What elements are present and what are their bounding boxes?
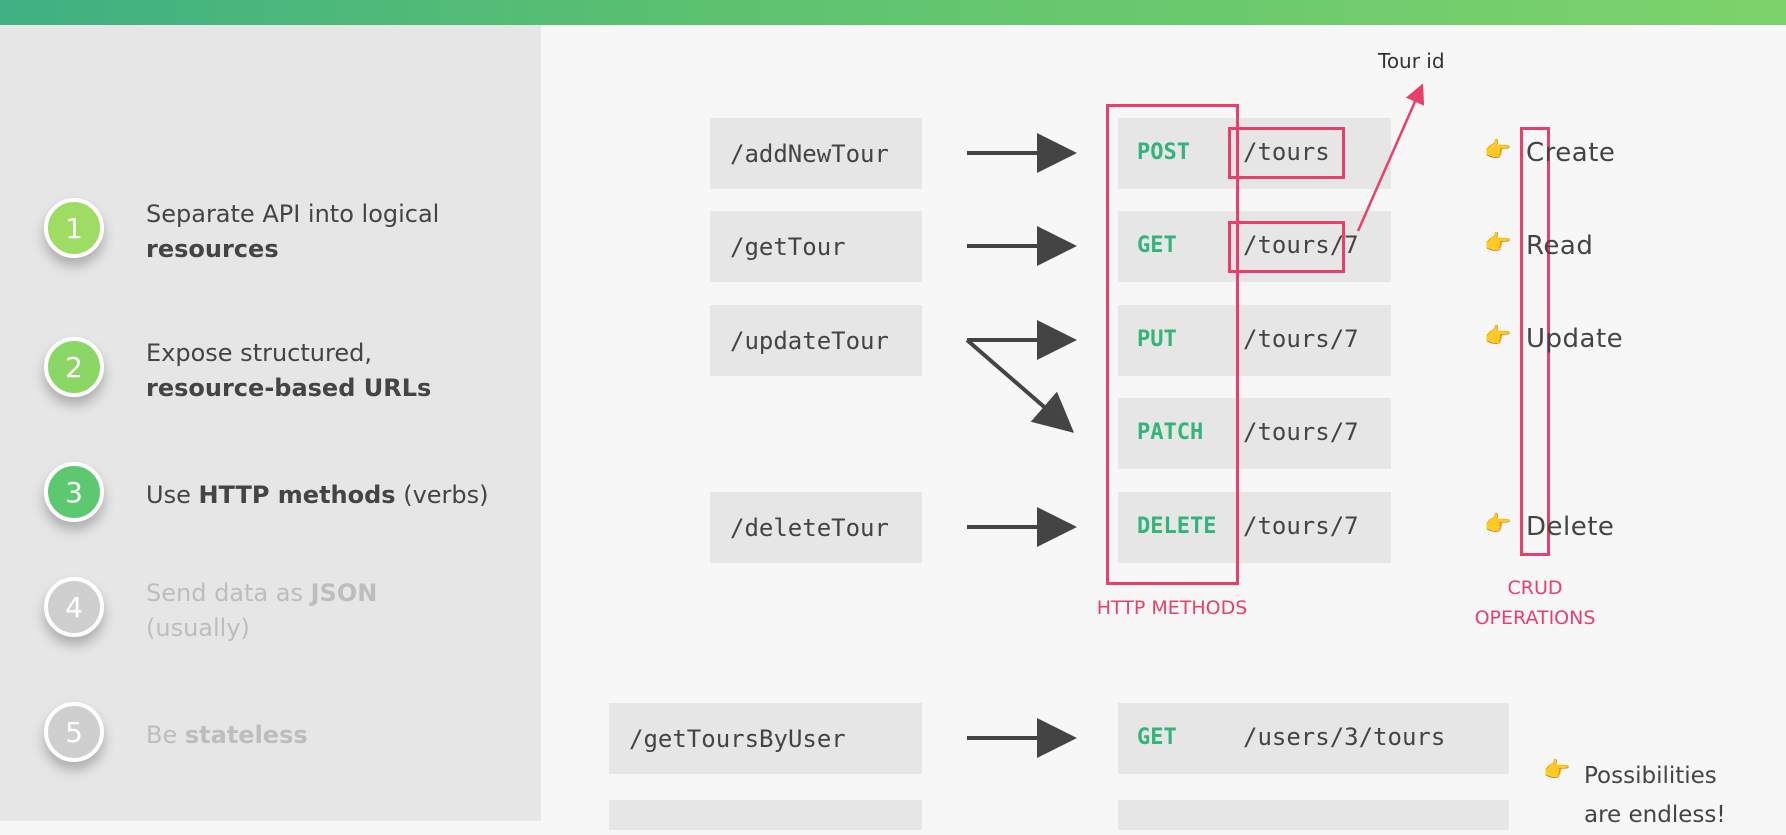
step-5: 5	[44, 702, 104, 762]
step-number: 4	[65, 590, 83, 624]
step-3-bold: HTTP methods	[198, 481, 396, 509]
old-endpoint-add: /addNewTour	[710, 118, 922, 189]
step-4-text: Send data as JSON (usually)	[146, 576, 486, 646]
tour-id-text: Tour id	[1378, 49, 1445, 73]
step-5-circle: 5	[44, 702, 104, 762]
step-3-circle: 3	[44, 462, 104, 522]
step-3-text: Use HTTP methods (verbs)	[146, 478, 489, 513]
crud-read: Read	[1526, 231, 1594, 261]
tours-path-highlight	[1228, 127, 1345, 179]
step-1-text: Separate API into logical resources	[146, 197, 486, 267]
verb-delete: DELETE	[1137, 514, 1217, 539]
step-2-line1: Expose structured,	[146, 339, 372, 367]
path-get: /tours/7	[1243, 231, 1359, 259]
pointing-hand-icon: 👉	[1484, 324, 1512, 349]
old-endpoint-delete: /deleteTour	[710, 492, 922, 563]
step-4-bold: JSON	[310, 579, 378, 607]
arrow-update-patch	[965, 338, 1075, 433]
step-number: 3	[65, 475, 83, 509]
step-4-circle: 4	[44, 577, 104, 637]
step-2-circle: 2	[44, 337, 104, 397]
http-methods-text: HTTP METHODS	[1096, 597, 1248, 619]
step-1-line1: Separate API into logical	[146, 200, 440, 228]
method-row-patch	[1118, 398, 1391, 469]
top-gradient-bar	[0, 0, 1786, 25]
path-delete: /tours/7	[1243, 512, 1359, 540]
tour-id-arrow	[1356, 83, 1425, 232]
verb-get: GET	[1137, 233, 1177, 258]
pointing-hand-icon: 👉	[1484, 138, 1512, 163]
crud-line1: CRUD	[1507, 577, 1563, 599]
crud-create: Create	[1526, 138, 1616, 168]
possibilities-line1: Possibilities	[1584, 763, 1717, 789]
crud-operations-label: CRUD OPERATIONS	[1440, 573, 1630, 633]
tour-id-annotation: Tour id	[1378, 49, 1445, 73]
sidebar: 1 Separate API into logical resources 2 …	[0, 25, 541, 821]
pointing-hand-icon: 👉	[1543, 758, 1571, 783]
step-5-text: Be stateless	[146, 718, 486, 753]
verb-patch: PATCH	[1137, 420, 1204, 445]
crud-highlight	[1520, 127, 1550, 556]
pointing-hand-icon: 👉	[1484, 512, 1512, 537]
method-row-delete	[1118, 492, 1391, 563]
step-1-circle: 1	[44, 198, 104, 258]
possibilities-note: Possibilities are endless!	[1584, 757, 1726, 835]
path-users-tours: /users/3/tours	[1243, 723, 1446, 751]
step-1-bold: resources	[146, 235, 279, 263]
verb-put: PUT	[1137, 327, 1177, 352]
path-post: /tours	[1243, 138, 1330, 166]
old-endpoint-label: /deleteTour	[730, 513, 889, 542]
old-endpoint-label: /updateTour	[730, 326, 889, 355]
path-patch: /tours/7	[1243, 418, 1359, 446]
step-5-bold: stateless	[184, 721, 308, 749]
pointing-hand-icon: 👉	[1484, 231, 1512, 256]
step-3-post: (verbs)	[395, 481, 489, 509]
step-4-pre: Send data as	[146, 579, 311, 607]
http-methods-highlight	[1106, 104, 1239, 585]
crud-delete: Delete	[1526, 512, 1615, 542]
possibilities-line2: are endless!	[1584, 802, 1726, 828]
http-methods-label: HTTP METHODS	[1066, 593, 1278, 623]
method-row-user-tours	[1118, 703, 1509, 774]
tours-id-path-highlight	[1228, 221, 1345, 273]
step-4: 4	[44, 577, 104, 637]
verb-post: POST	[1137, 140, 1190, 165]
old-endpoint-user-tours: /getToursByUser	[609, 703, 922, 774]
method-row-put	[1118, 305, 1391, 376]
step-2-bold: resource-based URLs	[146, 374, 432, 402]
step-4-line2: (usually)	[146, 614, 250, 642]
step-number: 1	[65, 211, 83, 245]
crud-line2: OPERATIONS	[1474, 607, 1596, 629]
step-3-pre: Use	[146, 481, 199, 509]
old-endpoint-label: /getToursByUser	[629, 724, 846, 753]
old-endpoint-update: /updateTour	[710, 305, 922, 376]
path-put: /tours/7	[1243, 325, 1359, 353]
old-endpoint-label: /addNewTour	[730, 139, 889, 168]
verb-get-users: GET	[1137, 725, 1177, 750]
step-2: 2	[44, 337, 104, 397]
crud-update: Update	[1526, 324, 1624, 354]
old-endpoint-label: /getTour	[730, 232, 846, 261]
step-3: 3	[44, 462, 104, 522]
step-number: 5	[65, 715, 83, 749]
old-endpoint-get: /getTour	[710, 211, 922, 282]
step-2-text: Expose structured, resource-based URLs	[146, 336, 486, 406]
step-1: 1	[44, 198, 104, 258]
step-5-pre: Be	[146, 721, 185, 749]
step-number: 2	[65, 350, 83, 384]
